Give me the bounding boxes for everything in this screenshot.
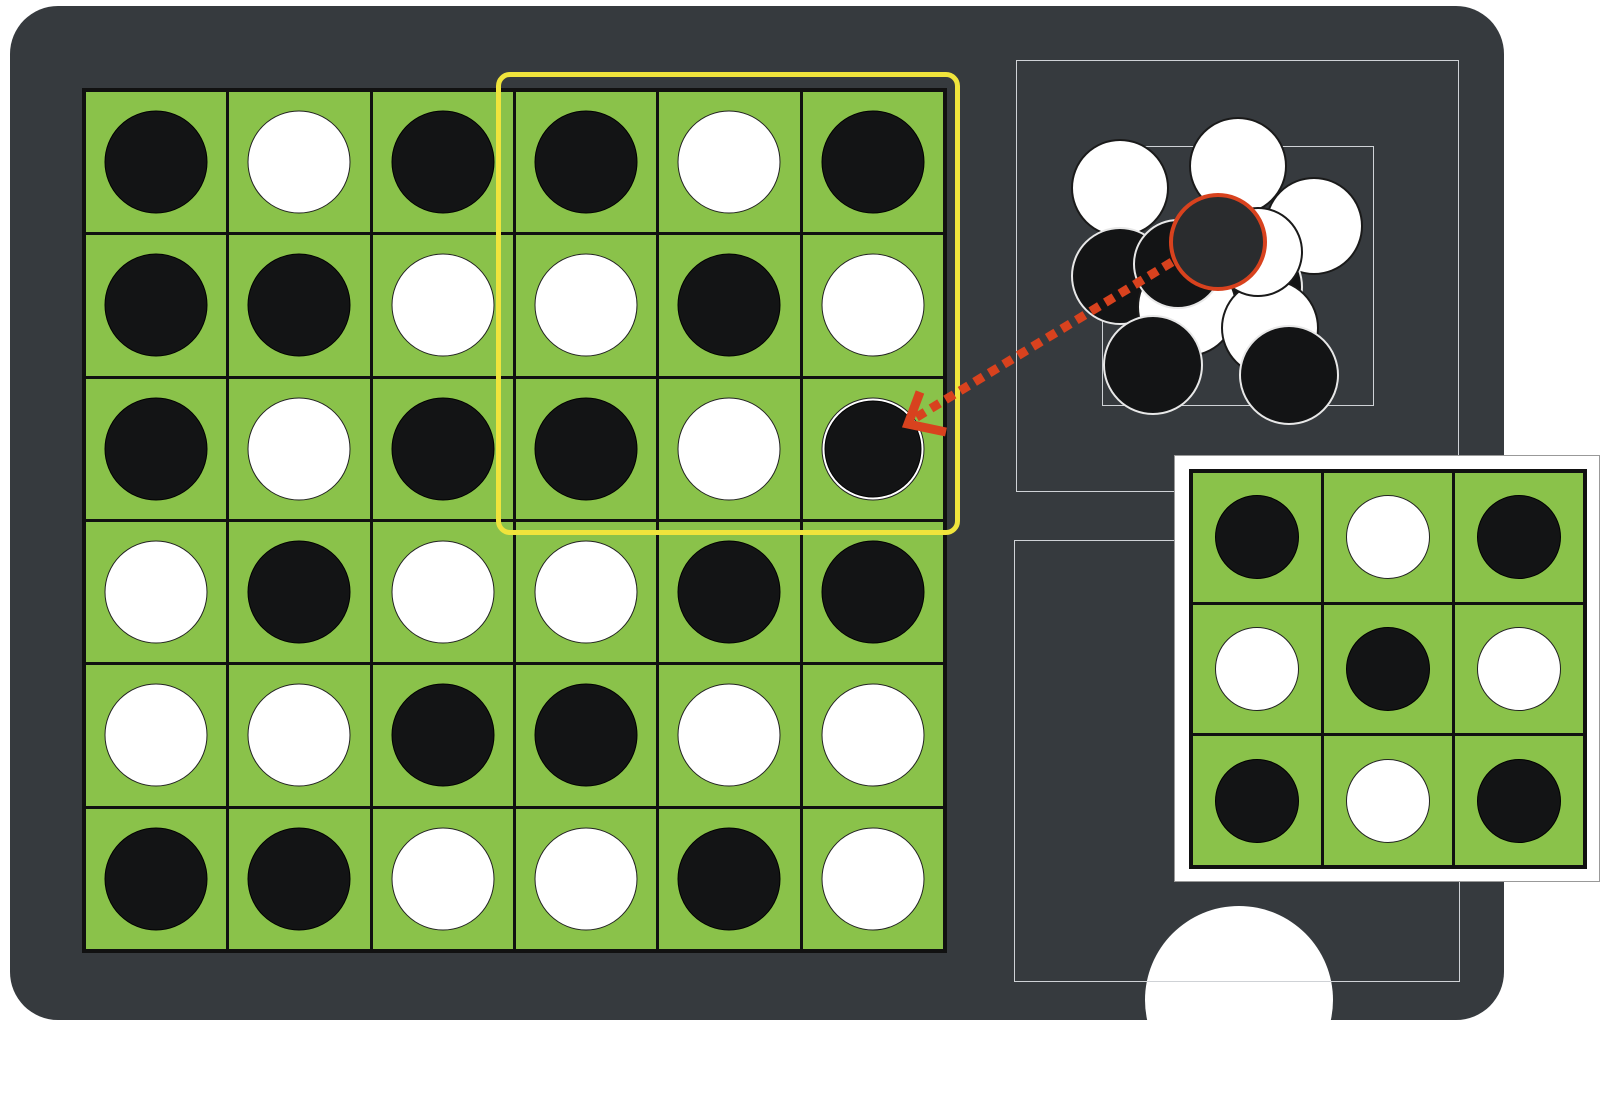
board-cell[interactable] <box>1324 473 1452 602</box>
black-disc <box>391 684 494 787</box>
board-cell[interactable] <box>1455 736 1583 865</box>
white-disc <box>1215 627 1299 711</box>
board-cell[interactable] <box>373 665 513 805</box>
board-cell[interactable] <box>803 809 943 949</box>
black-disc <box>678 541 781 644</box>
board-cell[interactable] <box>229 665 369 805</box>
board-cell[interactable] <box>86 92 226 232</box>
black-disc <box>248 541 351 644</box>
black-disc <box>391 111 494 214</box>
black-disc <box>1477 759 1561 843</box>
board-cell[interactable] <box>373 379 513 519</box>
supply-pile <box>1102 146 1374 406</box>
picked-black-disc[interactable] <box>1169 193 1267 291</box>
focus-region-frame <box>496 72 960 535</box>
board-cell[interactable] <box>1193 473 1321 602</box>
board-cell[interactable] <box>1455 473 1583 602</box>
board-cell[interactable] <box>373 235 513 375</box>
board-cell[interactable] <box>516 665 656 805</box>
game-scene <box>0 0 1602 1028</box>
white-disc <box>248 111 351 214</box>
target-pattern-board <box>1189 469 1587 869</box>
board-cell[interactable] <box>229 809 369 949</box>
board-cell[interactable] <box>1193 736 1321 865</box>
white-disc <box>1477 627 1561 711</box>
white-disc <box>391 827 494 930</box>
board-cell[interactable] <box>86 665 226 805</box>
white-disc <box>105 684 208 787</box>
board-cell[interactable] <box>229 522 369 662</box>
white-disc <box>821 684 924 787</box>
board-cell[interactable] <box>659 665 799 805</box>
black-disc <box>391 397 494 500</box>
board-cell[interactable] <box>86 809 226 949</box>
board-cell[interactable] <box>1324 605 1452 734</box>
board-cell[interactable] <box>1455 605 1583 734</box>
white-disc <box>678 684 781 787</box>
white-disc <box>1346 759 1430 843</box>
target-pattern-card <box>1174 455 1600 882</box>
white-disc <box>248 684 351 787</box>
black-disc <box>248 827 351 930</box>
white-disc <box>535 541 638 644</box>
board-cell[interactable] <box>86 235 226 375</box>
black-disc <box>1215 495 1299 579</box>
board-cell[interactable] <box>659 522 799 662</box>
board-cell[interactable] <box>803 665 943 805</box>
supply-white-disc[interactable] <box>1071 139 1169 237</box>
board-cell[interactable] <box>86 522 226 662</box>
board-cell[interactable] <box>1193 605 1321 734</box>
white-disc <box>821 827 924 930</box>
white-disc <box>535 827 638 930</box>
white-disc <box>1346 495 1430 579</box>
black-disc <box>105 397 208 500</box>
board-cell[interactable] <box>229 379 369 519</box>
black-disc <box>678 827 781 930</box>
board-cell[interactable] <box>516 809 656 949</box>
board-cell[interactable] <box>803 522 943 662</box>
black-disc <box>1346 627 1430 711</box>
black-disc <box>248 254 351 357</box>
board-cell[interactable] <box>659 809 799 949</box>
board-cell[interactable] <box>229 235 369 375</box>
supply-black-disc[interactable] <box>1239 325 1339 425</box>
black-disc <box>821 541 924 644</box>
black-disc <box>1477 495 1561 579</box>
supply-black-disc[interactable] <box>1103 315 1203 415</box>
black-disc <box>1215 759 1299 843</box>
board-cell[interactable] <box>373 92 513 232</box>
board-cell[interactable] <box>373 809 513 949</box>
white-disc <box>391 254 494 357</box>
white-disc <box>105 541 208 644</box>
black-disc <box>105 254 208 357</box>
black-disc <box>105 827 208 930</box>
board-cell[interactable] <box>516 522 656 662</box>
board-cell[interactable] <box>373 522 513 662</box>
board-cell[interactable] <box>229 92 369 232</box>
white-disc <box>248 397 351 500</box>
board-cell[interactable] <box>1324 736 1452 865</box>
black-disc <box>535 684 638 787</box>
black-disc <box>105 111 208 214</box>
board-cell[interactable] <box>86 379 226 519</box>
white-disc <box>391 541 494 644</box>
